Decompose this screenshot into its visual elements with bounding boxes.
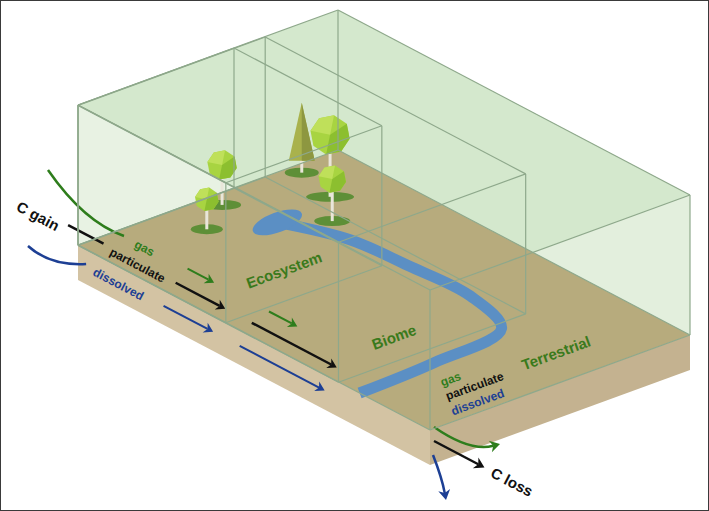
box-edge — [78, 150, 338, 245]
arrow-head — [314, 381, 324, 391]
land-surface — [78, 150, 690, 430]
flow-arrow — [240, 346, 319, 388]
box-edge — [226, 126, 382, 183]
box-edge — [265, 37, 525, 174]
box-edge — [78, 48, 234, 105]
box-edge — [525, 173, 526, 313]
box-edge — [338, 173, 525, 241]
tree-crown — [319, 165, 336, 179]
tree-crown — [195, 188, 219, 212]
flow-arrow — [188, 269, 209, 280]
arrow-head — [287, 317, 297, 327]
arrow-head — [204, 274, 214, 284]
flow-arrow — [434, 427, 493, 447]
arrow-head — [473, 458, 485, 469]
box-edge — [234, 48, 382, 126]
box-edge — [78, 245, 338, 382]
tree-trunk — [300, 159, 303, 173]
flow-total-label: C loss — [488, 464, 536, 500]
box-outline — [78, 10, 690, 430]
flow-arrow — [433, 455, 445, 493]
box-edge — [338, 242, 339, 382]
box-edge — [337, 10, 338, 150]
box-edge — [689, 195, 690, 335]
box-edge — [225, 183, 226, 323]
flow-arrow — [269, 311, 292, 323]
scale-box: Terrestrial Biome Ecosystem — [78, 10, 690, 430]
scale-label: Biome — [369, 321, 418, 353]
gain-flow — [48, 170, 124, 236]
arrow-head — [438, 489, 450, 500]
arrow-head — [215, 300, 225, 310]
box-edge — [78, 10, 338, 105]
scale-box: Biome Ecosystem — [78, 37, 526, 382]
box-edge — [78, 245, 430, 430]
scale-label: Terrestrial — [519, 332, 593, 373]
box-edge — [78, 105, 226, 183]
box-edge — [78, 188, 234, 245]
flow-arrow — [434, 441, 478, 464]
box-edge — [265, 37, 266, 177]
box-edge — [78, 37, 265, 105]
box-edge — [78, 245, 226, 323]
flow-arrow — [176, 283, 220, 306]
box-edge — [381, 126, 382, 266]
flow-form-label: gas — [132, 238, 157, 260]
tree-crown — [310, 115, 349, 154]
box-edge — [77, 105, 78, 245]
box-edge — [265, 177, 525, 314]
box-edge — [233, 48, 234, 188]
box-edge — [78, 105, 430, 290]
box-edge — [77, 105, 78, 245]
box-edge — [78, 177, 265, 245]
box-edge — [77, 105, 78, 245]
arrow-head — [326, 358, 336, 368]
arrow-head — [489, 441, 500, 453]
scale-label: Ecosystem — [244, 248, 324, 291]
tree-crown — [319, 165, 346, 192]
flow-total-label: C gain — [14, 198, 63, 235]
tree-crown — [207, 150, 225, 165]
box-edge — [430, 195, 690, 290]
gain-flow — [28, 246, 86, 264]
box-outline — [78, 37, 526, 382]
box-edge — [429, 290, 430, 430]
box-edge — [338, 313, 525, 381]
arrow-head — [203, 323, 213, 333]
box-edge — [78, 105, 338, 242]
gain-flow — [68, 225, 103, 244]
tree-crown — [310, 115, 334, 135]
